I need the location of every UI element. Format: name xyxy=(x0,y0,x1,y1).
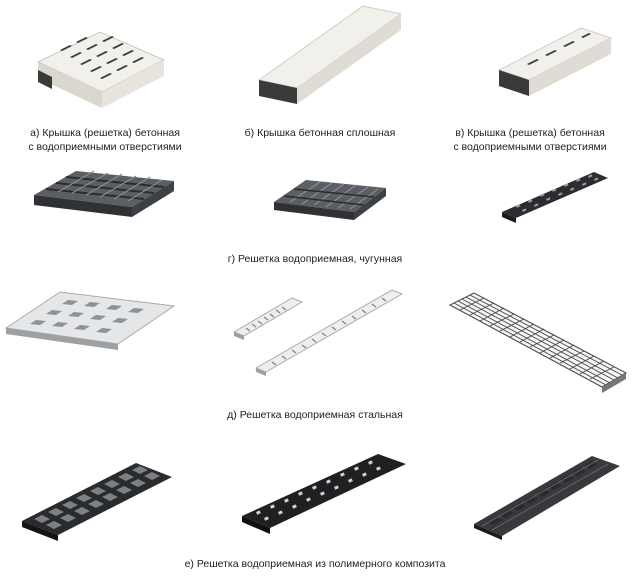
concrete-solid-cover-image-b xyxy=(255,0,405,110)
composite-grate-image-middle xyxy=(238,450,410,538)
caption-g-line1: г) Решетка водоприемная, чугунная xyxy=(227,253,403,265)
concrete-slotted-cover-image-a xyxy=(30,10,170,110)
caption-d-line1: д) Решетка водоприемная стальная xyxy=(227,409,403,421)
caption-e: е) Решетка водоприемная из полимерного к… xyxy=(130,557,500,571)
caption-e-line1: е) Решетка водоприемная из полимерного к… xyxy=(184,558,446,570)
caption-v-line2: с водоприемными отверстиями xyxy=(453,141,607,153)
caption-b: б) Крышка бетонная сплошная xyxy=(220,126,420,140)
caption-g: г) Решетка водоприемная, чугунная xyxy=(170,252,460,266)
cast-iron-grate-image-narrow xyxy=(498,168,613,228)
caption-a: а) Крышка (решетка) бетонная с водоприем… xyxy=(5,126,205,154)
caption-v-line1: в) Крышка (решетка) бетонная xyxy=(455,127,605,139)
caption-a-line1: а) Крышка (решетка) бетонная xyxy=(30,127,180,139)
composite-grate-image-left xyxy=(18,455,176,545)
cast-iron-grate-image-large xyxy=(28,165,178,230)
steel-grate-image-wide xyxy=(2,284,177,356)
steel-mesh-grate-image xyxy=(448,287,630,397)
cast-iron-grate-image-medium xyxy=(270,172,390,227)
composite-grate-image-right xyxy=(470,450,625,542)
caption-a-line2: с водоприемными отверстиями xyxy=(28,141,182,153)
caption-d: д) Решетка водоприемная стальная xyxy=(170,408,460,422)
caption-v: в) Крышка (решетка) бетонная с водоприем… xyxy=(430,126,630,154)
steel-grate-image-pair xyxy=(228,284,406,376)
concrete-slotted-cover-image-v xyxy=(495,12,615,102)
caption-b-line1: б) Крышка бетонная сплошная xyxy=(244,127,396,139)
